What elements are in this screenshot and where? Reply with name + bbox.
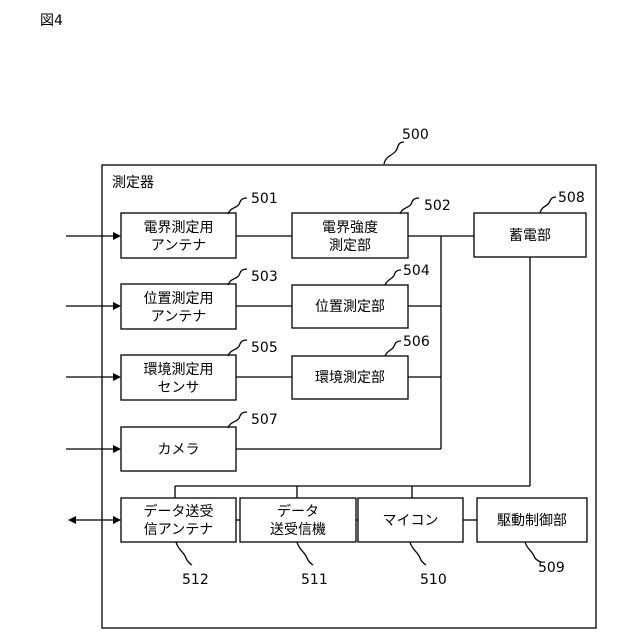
block-509: 駆動制御部 [477,498,587,542]
svg-text:507: 507 [251,412,278,428]
svg-text:509: 509 [538,560,565,576]
block-510: マイコン [358,498,463,542]
svg-text:512: 512 [182,572,209,588]
block-506: 環境測定部 [292,356,408,399]
svg-text:位置測定部: 位置測定部 [315,299,385,315]
svg-text:506: 506 [403,334,430,350]
block-502: 電界強度 測定部 [292,213,408,258]
svg-text:測定部: 測定部 [329,238,371,254]
svg-text:センサ: センサ [158,380,200,396]
block-504: 位置測定部 [292,285,408,328]
block-511: データ 送受信機 [240,498,356,542]
svg-text:アンテナ: アンテナ [151,238,206,254]
svg-text:マイコン: マイコン [383,513,439,529]
block-505: 環境測定用 センサ [121,355,236,400]
svg-text:502: 502 [424,198,451,214]
svg-text:送受信機: 送受信機 [270,522,326,538]
ref-500: 500 [402,127,429,143]
svg-text:蓄電部: 蓄電部 [509,228,551,244]
block-503: 位置測定用 アンテナ [121,284,236,329]
svg-text:信アンテナ: 信アンテナ [144,522,213,538]
block-508: 蓄電部 [474,213,586,257]
device-label: 測定器 [112,175,154,191]
svg-text:510: 510 [420,572,447,588]
svg-text:データ送受: データ送受 [144,503,214,520]
svg-text:508: 508 [558,190,585,206]
svg-text:504: 504 [403,263,430,279]
svg-text:駆動制御部: 駆動制御部 [497,513,567,529]
svg-text:アンテナ: アンテナ [151,309,206,325]
svg-text:511: 511 [301,572,328,588]
svg-text:503: 503 [251,269,278,285]
svg-text:電界強度: 電界強度 [322,220,378,236]
svg-text:505: 505 [251,340,278,356]
block-501: 電界測定用 アンテナ [121,213,236,258]
svg-text:データ: データ [277,503,319,520]
block-507: カメラ [121,427,236,471]
ref-500-leader [384,142,404,164]
block-512: データ送受 信アンテナ [121,498,236,542]
svg-text:カメラ: カメラ [158,442,200,458]
svg-text:環境測定用: 環境測定用 [144,362,214,378]
svg-text:環境測定部: 環境測定部 [315,370,385,386]
svg-text:501: 501 [251,191,278,207]
svg-text:電界測定用: 電界測定用 [144,220,214,236]
svg-text:位置測定用: 位置測定用 [144,291,214,307]
